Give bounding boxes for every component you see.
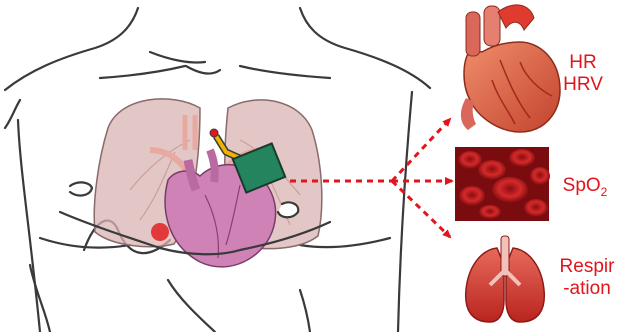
respiration-label: Respir -ation: [548, 256, 626, 300]
hrv-label: HRV: [548, 74, 618, 96]
right-atrium-shape: [151, 223, 169, 241]
heart-organ-icon: [461, 5, 560, 132]
respiration-line-1: Respir: [548, 256, 626, 278]
heart-metrics-label: HR HRV: [548, 52, 618, 96]
respiration-line-2: -ation: [548, 278, 626, 300]
lungs-icon: [466, 236, 545, 322]
red-blood-cells-icon: [455, 147, 550, 221]
hr-label: HR: [548, 52, 618, 74]
spo2-subscript: 2: [601, 185, 608, 199]
spo2-label: SpO2: [552, 175, 618, 203]
spo2-base: SpO: [563, 175, 601, 196]
